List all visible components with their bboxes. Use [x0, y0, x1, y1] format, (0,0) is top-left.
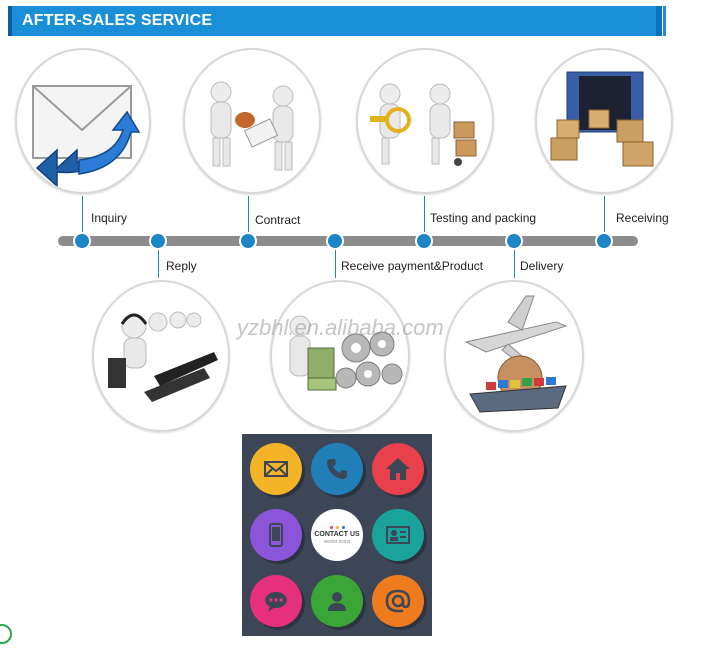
id-card-icon[interactable]: [372, 509, 424, 561]
shipping-container-boxes-illustration: [535, 48, 673, 194]
connector-reply: [158, 246, 159, 278]
at-sign-icon[interactable]: [372, 575, 424, 627]
inspection-packing-illustration: [356, 48, 494, 194]
envelope-reply-icon: [15, 48, 151, 194]
page-title: AFTER-SALES SERVICE: [22, 12, 213, 29]
mail-icon[interactable]: [250, 443, 302, 495]
corner-badge-icon: [0, 624, 12, 644]
timeline-node-payment: [326, 232, 344, 250]
connector-inquiry: [82, 196, 83, 238]
connector-testing: [424, 196, 425, 238]
timeline-bar: [58, 236, 638, 246]
step-label-delivery: Delivery: [520, 259, 564, 273]
timeline-node-receiving: [595, 232, 613, 250]
timeline-node-delivery: [505, 232, 523, 250]
decorative-dots: [329, 525, 345, 529]
user-icon[interactable]: [311, 575, 363, 627]
step-label-receiving: Receiving: [616, 211, 669, 225]
step-label-payment: Receive payment&Product: [341, 259, 484, 273]
timeline-node-reply: [149, 232, 167, 250]
timeline-node-testing: [415, 232, 433, 250]
customer-service-headset-illustration: [92, 280, 230, 432]
step-label-testing: Testing and packing: [430, 211, 537, 225]
header-accent: [656, 6, 662, 36]
step-label-reply: Reply: [166, 259, 197, 273]
connector-contract: [248, 196, 249, 238]
header-accent-stripe: [663, 6, 666, 36]
chat-icon[interactable]: [250, 575, 302, 627]
connector-receiving: [604, 196, 605, 238]
contact-us-subtitle: vector icons: [323, 538, 351, 545]
mobile-icon[interactable]: [250, 509, 302, 561]
watermark: yzbhl.en.alibaba.com: [237, 315, 444, 340]
header-bar: [8, 6, 660, 36]
timeline-node-inquiry: [73, 232, 91, 250]
payment-money-gears-illustration: [270, 280, 410, 432]
contact-icons-panel: CONTACT US vector icons: [242, 434, 432, 636]
step-label-contract: Contract: [255, 213, 301, 227]
connector-payment: [335, 246, 336, 278]
connector-delivery: [514, 246, 515, 278]
contact-us-title: CONTACT US: [314, 530, 360, 538]
air-sea-freight-illustration: [444, 280, 584, 432]
step-label-inquiry: Inquiry: [91, 211, 128, 225]
handshake-contract-illustration: [183, 48, 321, 194]
timeline-node-contract: [239, 232, 257, 250]
home-icon[interactable]: [372, 443, 424, 495]
phone-icon[interactable]: [311, 443, 363, 495]
contact-us-badge: CONTACT US vector icons: [311, 509, 363, 561]
